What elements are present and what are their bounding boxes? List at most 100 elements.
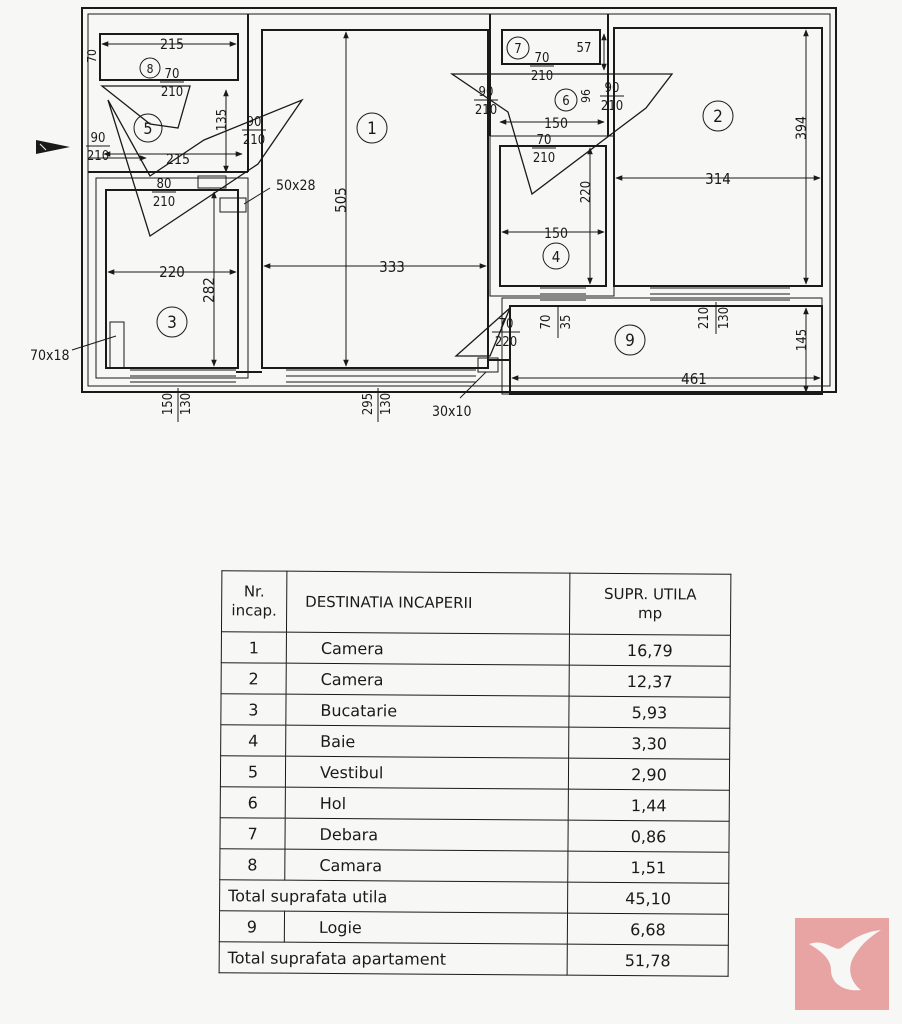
plan-annotations: 50x28 70x18 30x10 <box>30 178 472 420</box>
cell-nr: 8 <box>219 848 285 881</box>
svg-text:130: 130 <box>717 307 732 329</box>
cell-nr: 6 <box>220 786 286 819</box>
cell-area: 5,93 <box>568 696 731 729</box>
svg-text:8: 8 <box>147 62 154 76</box>
dim-label: 135 <box>215 109 230 131</box>
dim-label: 505 <box>332 187 350 213</box>
room-marker-2: 2 <box>702 100 734 132</box>
svg-text:70: 70 <box>537 133 552 148</box>
room-marker-4: 4 <box>542 242 570 270</box>
cell-area: 12,37 <box>569 665 731 698</box>
window-label-4: 70 35 <box>539 306 574 338</box>
svg-text:90: 90 <box>247 115 262 130</box>
cell-area: 1,51 <box>567 851 729 884</box>
room-marker-8: 8 <box>139 57 161 79</box>
svg-text:2: 2 <box>713 107 723 127</box>
table-row: 6 Hol 1,44 <box>220 786 730 822</box>
dim-label: 333 <box>379 258 405 276</box>
svg-text:90: 90 <box>479 85 494 100</box>
cell-nr: 9 <box>219 910 285 943</box>
window-label-3: 150 130 <box>161 388 194 422</box>
table-row: 7 Debara 0,86 <box>219 817 730 853</box>
windows <box>130 287 790 383</box>
cell-nr: 7 <box>219 817 286 850</box>
svg-text:70: 70 <box>535 51 550 66</box>
cell-area: 0,86 <box>567 820 730 853</box>
cell-destination: Vestibul <box>285 756 569 790</box>
total-apartment-row: Total suprafata apartament 51,78 <box>219 941 729 977</box>
entry-arrow-icon <box>36 140 70 154</box>
table-row: 4 Baie 3,30 <box>220 724 730 760</box>
annotation-leaders <box>71 187 487 399</box>
svg-text:70: 70 <box>539 315 554 330</box>
header-destination: DESTINATIA INCAPERII <box>286 571 570 635</box>
svg-text:80: 80 <box>157 177 172 192</box>
cell-destination: Logie <box>284 911 568 945</box>
dim-label: 215 <box>166 152 190 168</box>
annotation-vent-logia: 30x10 <box>432 404 472 420</box>
svg-text:6: 6 <box>562 94 569 109</box>
room-marker-5: 5 <box>133 113 163 143</box>
dim-label: 145 <box>795 329 810 351</box>
window-label-2: 210 130 <box>697 302 732 334</box>
dim-label: 150 <box>544 226 568 242</box>
svg-text:210: 210 <box>533 151 555 166</box>
dimension-lines <box>88 29 821 393</box>
svg-text:210: 210 <box>697 307 712 329</box>
svg-text:130: 130 <box>179 393 194 415</box>
total-apartment-area: 51,78 <box>567 944 729 977</box>
cell-area: 16,79 <box>569 634 731 667</box>
dimension-labels: 215 70 215 135 505 333 220 282 150 96 57… <box>85 37 810 388</box>
svg-text:5: 5 <box>143 119 152 138</box>
annotation-shaft: 70x18 <box>30 348 70 364</box>
svg-text:35: 35 <box>559 315 574 330</box>
dim-label: 57 <box>577 41 592 56</box>
room-markers: 1 2 3 4 5 6 7 8 9 <box>133 36 734 356</box>
room-schedule-table: Nr. incap. DESTINATIA INCAPERII SUPR. UT… <box>218 570 732 977</box>
cell-destination: Camera <box>286 663 570 697</box>
total-apartment-label: Total suprafata apartament <box>219 941 568 976</box>
dim-label: 220 <box>159 263 185 281</box>
cell-destination: Debara <box>284 818 569 852</box>
table-row: 2 Camera 12,37 <box>221 662 731 698</box>
cell-nr: 3 <box>220 693 287 726</box>
total-util-row: Total suprafata utila 45,10 <box>219 879 729 915</box>
table-row: 5 Vestibul 2,90 <box>220 755 730 791</box>
room-marker-7: 7 <box>506 36 530 60</box>
window-labels: 150 130 295 130 70 35 210 130 <box>161 302 732 422</box>
room-marker-6: 6 <box>554 88 578 112</box>
svg-text:210: 210 <box>475 103 497 118</box>
bird-logo-icon <box>795 918 889 1010</box>
cell-area: 2,90 <box>568 758 730 791</box>
dim-label: 70 <box>85 49 99 63</box>
header-nr: Nr. incap. <box>221 570 287 633</box>
dim-label: 282 <box>200 277 218 303</box>
door-symbols <box>100 73 674 357</box>
svg-text:70: 70 <box>499 317 514 332</box>
svg-text:3: 3 <box>167 313 177 333</box>
room-marker-1: 1 <box>356 112 388 144</box>
svg-text:70: 70 <box>165 67 180 82</box>
cell-area: 3,30 <box>568 727 730 760</box>
total-util-label: Total suprafata utila <box>219 879 568 914</box>
svg-text:9: 9 <box>625 331 635 351</box>
table-row: 3 Bucatarie 5,93 <box>220 693 731 729</box>
cell-destination: Baie <box>285 725 569 759</box>
dim-label: 314 <box>705 170 731 188</box>
svg-text:130: 130 <box>379 393 394 415</box>
cell-destination: Bucatarie <box>285 694 570 728</box>
dim-label: 96 <box>579 89 593 103</box>
cell-nr: 4 <box>220 724 286 757</box>
cell-destination: Camera <box>286 632 570 666</box>
cell-area: 6,68 <box>567 913 729 946</box>
svg-text:210: 210 <box>87 149 109 164</box>
dim-label: 394 <box>794 116 810 140</box>
cell-area: 1,44 <box>568 789 730 822</box>
svg-text:1: 1 <box>367 119 377 139</box>
